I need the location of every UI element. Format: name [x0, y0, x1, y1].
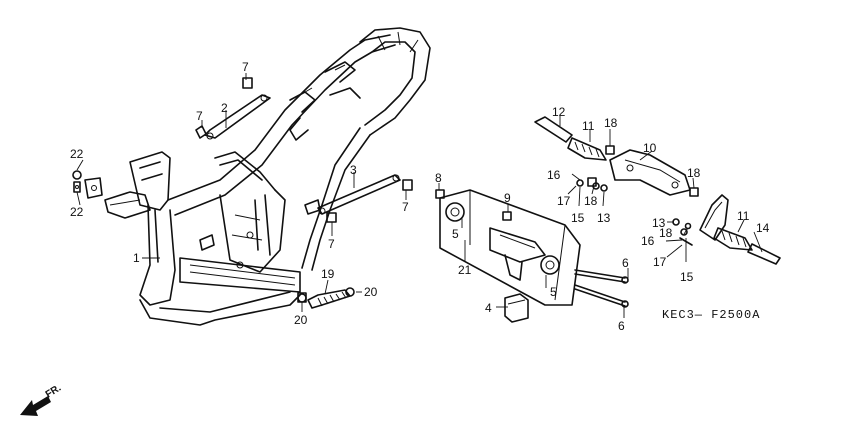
- callout-22-upper: 22: [70, 147, 84, 161]
- main-stand: [435, 189, 629, 323]
- front-direction-indicator: FR.: [20, 383, 63, 416]
- callout-3: 3: [350, 163, 357, 177]
- callout-13-lower: 13: [652, 216, 666, 230]
- spring-assembly: [297, 287, 355, 309]
- frame-brace-2: [195, 77, 271, 140]
- callout-14: 14: [756, 221, 770, 235]
- callout-labels: 1 2 3 4 5 5 6 6 7 7 7 7 8 9 10 11 11 12 …: [70, 60, 770, 333]
- callout-8: 8: [435, 171, 442, 185]
- callout-20-right: 20: [364, 285, 378, 299]
- callout-7-left: 7: [196, 109, 203, 123]
- callout-6-upper: 6: [622, 256, 629, 270]
- callout-10: 10: [643, 141, 657, 155]
- callout-5-lower: 5: [550, 285, 557, 299]
- callout-18-top: 18: [604, 116, 618, 130]
- callout-4: 4: [485, 301, 492, 315]
- callout-22-lower: 22: [70, 205, 84, 219]
- callout-5-upper: 5: [452, 227, 459, 241]
- diagram-code: KEC3— F2500A: [662, 308, 760, 322]
- callout-12: 12: [552, 105, 566, 119]
- callout-18-mid: 18: [584, 194, 598, 208]
- frame-rod-3: [317, 174, 413, 223]
- callout-11-lower: 11: [737, 209, 750, 223]
- headlight-bracket: [72, 170, 151, 219]
- callout-17-lower: 17: [653, 255, 667, 269]
- leader-lines: [76, 73, 763, 318]
- callout-7-right: 7: [402, 200, 409, 214]
- callout-1: 1: [133, 251, 140, 265]
- callout-15-upper: 15: [571, 211, 585, 225]
- front-arrow-icon: [20, 396, 51, 416]
- callout-16-lower: 16: [641, 234, 655, 248]
- callout-20-left: 20: [294, 313, 308, 327]
- step-bracket-right: [534, 116, 699, 197]
- callout-7-top: 7: [242, 60, 249, 74]
- callout-19: 19: [321, 267, 335, 281]
- callout-17-upper: 17: [557, 194, 571, 208]
- callout-13-upper: 13: [597, 211, 611, 225]
- callout-6-lower: 6: [618, 319, 625, 333]
- callout-21: 21: [458, 263, 472, 277]
- callout-7-bottom: 7: [328, 237, 335, 251]
- frame-body: [129, 27, 431, 326]
- callout-2: 2: [221, 101, 228, 115]
- callout-9: 9: [504, 191, 511, 205]
- callout-15-lower: 15: [680, 270, 694, 284]
- callout-11-upper: 11: [582, 119, 595, 133]
- callout-18-right: 18: [687, 166, 701, 180]
- callout-16-upper: 16: [547, 168, 561, 182]
- callout-18-lower: 18: [659, 226, 673, 240]
